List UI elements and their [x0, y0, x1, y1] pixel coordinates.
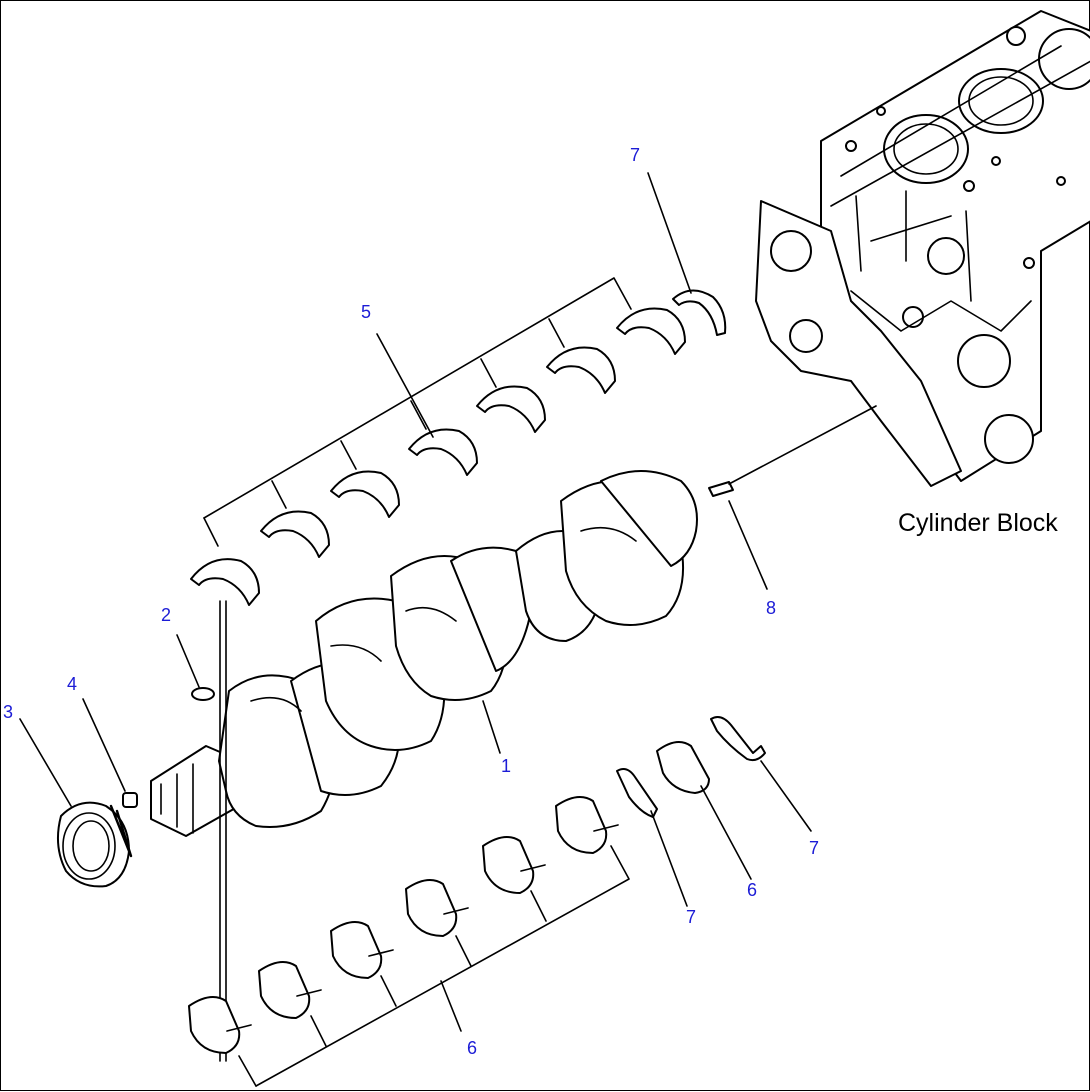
callout-6-lower[interactable]: 6: [467, 1038, 478, 1058]
callout-3[interactable]: 3: [3, 702, 14, 722]
leader-lines: [19, 172, 812, 1032]
cylinder-block: [755, 10, 1090, 487]
lower-bearing-shells: [188, 716, 766, 1054]
callout-4[interactable]: 4: [67, 674, 78, 694]
callout-7-right[interactable]: 7: [809, 838, 820, 858]
callout-2[interactable]: 2: [161, 605, 172, 625]
cylinder-block-caption: Cylinder Block: [898, 509, 1058, 537]
pin-2: [191, 687, 215, 701]
callout-8[interactable]: 8: [766, 598, 777, 618]
key-4: [122, 792, 138, 808]
dowel-8: [708, 405, 877, 497]
callout-5[interactable]: 5: [361, 302, 372, 322]
callout-7-lower[interactable]: 7: [686, 907, 697, 927]
upper-bearing-shells: [190, 289, 727, 606]
crankshaft: [150, 470, 698, 837]
callout-6-right[interactable]: 6: [747, 880, 758, 900]
callout-7-top[interactable]: 7: [630, 145, 641, 165]
upper-bearing-bracket: [203, 277, 632, 547]
shaft-guide-lines: [219, 600, 227, 1062]
callout-1[interactable]: 1: [501, 756, 512, 776]
gear-3: [56, 801, 133, 888]
lower-bearing-bracket: [238, 845, 630, 1087]
